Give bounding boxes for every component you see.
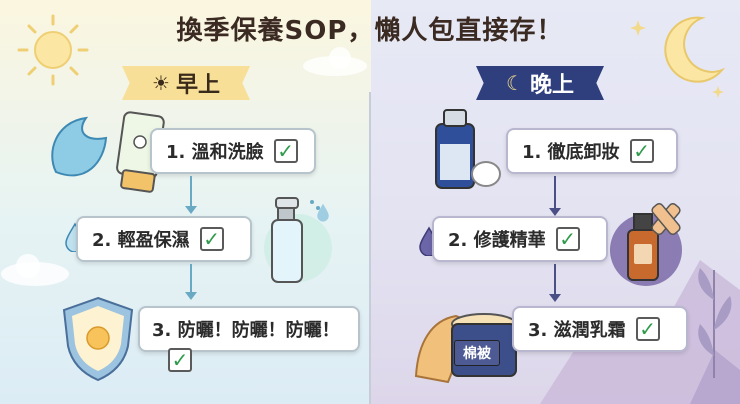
night-step-3: 3. 滋潤乳霜 ✓ (512, 306, 688, 352)
blanket-label: 棉被 (454, 340, 500, 366)
check-icon: ✓ (635, 317, 660, 341)
arrow-head-icon (549, 294, 561, 302)
night-step-2: 2. 修護精華 ✓ (432, 216, 608, 262)
night-label: 晚上 (529, 73, 574, 98)
arrow-head-icon (185, 206, 197, 214)
check-icon: ✓ (168, 348, 192, 372)
moon-icon: ☾ (506, 71, 524, 95)
spray-bottle-icon (264, 197, 332, 283)
arrow-head-icon (185, 292, 197, 300)
shield-sun-icon (62, 296, 134, 382)
check-icon: ✓ (555, 227, 580, 251)
night-ribbon: ☾ 晚上 (476, 66, 604, 100)
arrow-head-icon (549, 208, 561, 216)
night-step-1: 1. 徹底卸妝 ✓ (506, 128, 678, 174)
morning-step-2: 2. 輕盈保濕 ✓ (76, 216, 252, 262)
morning-step-1: 1. 溫和洗臉 ✓ (150, 128, 316, 174)
morning-step-3-text: 3. 防曬！防曬！防曬！ (152, 320, 340, 341)
night-step-3-text: 3. 滋潤乳霜 (528, 320, 626, 341)
section-divider (369, 92, 371, 404)
flow-arrow (554, 176, 556, 210)
check-icon: ✓ (273, 139, 298, 163)
sun-icon (17, 14, 89, 86)
morning-ribbon: ☀ 早上 (122, 66, 250, 100)
water-splash-icon (51, 116, 108, 177)
cloud-icon (1, 254, 69, 286)
serum-bottle-icon (610, 203, 682, 286)
moon-icon (664, 16, 726, 83)
sun-icon: ☀ (152, 71, 170, 95)
star-icon (630, 20, 646, 36)
night-step-1-text: 1. 徹底卸妝 (522, 142, 620, 163)
water-drop-icon (317, 203, 329, 222)
cloud-icon (303, 47, 367, 76)
star-icon (712, 86, 724, 98)
flow-arrow (190, 264, 192, 294)
flow-arrow (190, 176, 192, 208)
check-icon: ✓ (629, 139, 654, 163)
flow-arrow (554, 264, 556, 296)
morning-step-1-text: 1. 溫和洗臉 (166, 142, 264, 163)
morning-label: 早上 (175, 73, 220, 98)
night-step-2-text: 2. 修護精華 (448, 230, 546, 251)
check-icon: ✓ (199, 227, 224, 251)
page-title: 換季保養SOP，懶人包直接存！ (176, 16, 564, 46)
makeup-remover-bottle-icon (435, 109, 501, 189)
leaf-icon (698, 268, 732, 378)
morning-step-2-text: 2. 輕盈保濕 (92, 230, 190, 251)
morning-step-3: 3. 防曬！防曬！防曬！ (138, 306, 360, 352)
